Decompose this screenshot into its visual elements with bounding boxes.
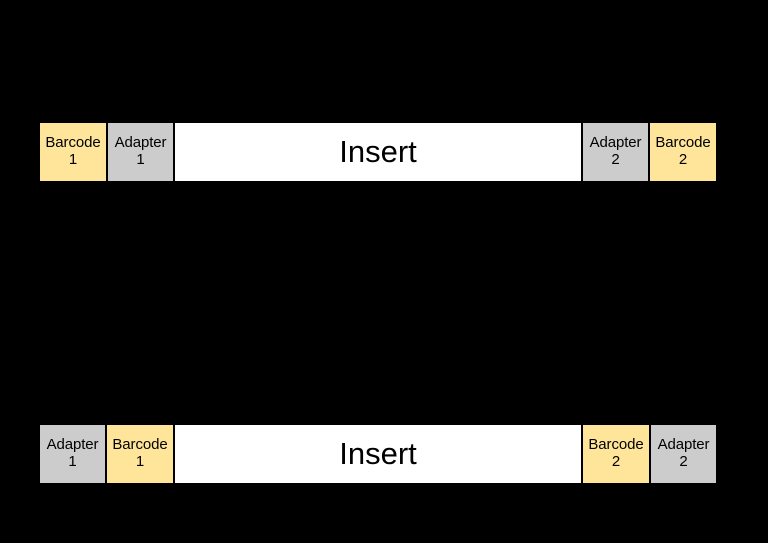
segment-insert: Insert bbox=[173, 121, 583, 183]
segment-adapter-2: Adapter 2 bbox=[581, 121, 650, 183]
segment-barcode-2: Barcode 2 bbox=[581, 423, 651, 485]
segment-adapter-1: Adapter 1 bbox=[106, 121, 175, 183]
segment-insert: Insert bbox=[173, 423, 583, 485]
segment-adapter-2: Adapter 2 bbox=[649, 423, 718, 485]
segment-barcode-1: Barcode 1 bbox=[105, 423, 175, 485]
segment-barcode-1: Barcode 1 bbox=[38, 121, 108, 183]
segment-barcode-2: Barcode 2 bbox=[648, 121, 718, 183]
construct-row-bottom: Adapter 1 Barcode 1 Insert Barcode 2 Ada… bbox=[38, 423, 718, 485]
segment-adapter-1: Adapter 1 bbox=[38, 423, 107, 485]
construct-row-top: Barcode 1 Adapter 1 Insert Adapter 2 Bar… bbox=[38, 121, 718, 183]
